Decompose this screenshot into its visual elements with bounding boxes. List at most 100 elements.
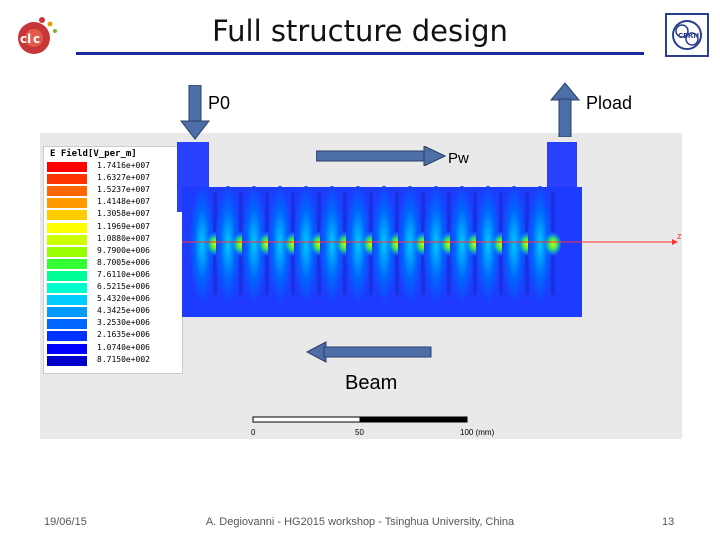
legend-value: 8.7150e+002: [97, 354, 150, 364]
accelerating-structure: z: [177, 142, 682, 317]
legend-swatch: [47, 162, 87, 172]
cell: [450, 186, 474, 302]
svg-text:CERN: CERN: [678, 32, 699, 40]
legend-value: 9.7900e+006: [97, 245, 150, 255]
cell: [528, 186, 552, 302]
legend-row: 1.7416e+007: [47, 161, 177, 172]
field-hotspot: [544, 232, 562, 256]
legend-row: 5.4320e+006: [47, 294, 177, 306]
footer-text: A. Degiovanni - HG2015 workshop - Tsingh…: [205, 516, 515, 528]
iris: [473, 255, 477, 295]
iris: [395, 192, 399, 232]
legend-swatch: [47, 355, 87, 366]
iris: [551, 255, 555, 295]
cell: [294, 186, 318, 302]
legend-row: 3.2530e+006: [47, 318, 177, 330]
scale-tick-0: 0: [251, 428, 256, 437]
iris: [317, 192, 321, 232]
legend-value: 6.5215e+006: [97, 282, 150, 291]
legend-swatch: [47, 295, 87, 306]
pload-arrow: [550, 82, 580, 137]
legend-swatch: [47, 270, 87, 281]
legend-swatch: [47, 258, 87, 269]
legend-value: 1.4148e+007: [97, 197, 150, 207]
legend-value: 1.7416e+007: [97, 161, 150, 170]
svg-text:c: c: [33, 32, 40, 46]
iris: [421, 255, 425, 295]
legend-swatch: [47, 222, 87, 233]
scale-tick-100: 100 (mm): [460, 428, 495, 437]
scale-tick-50: 50: [355, 428, 364, 437]
beam-label: Beam: [345, 372, 398, 394]
pw-label: Pw: [448, 150, 469, 167]
cell: [190, 186, 214, 302]
legend-swatch: [47, 307, 87, 318]
legend-row: 1.0740e+006: [47, 343, 177, 354]
iris: [499, 255, 503, 295]
legend-row: 1.1969e+007: [47, 222, 177, 233]
legend-row: 1.5237e+007: [47, 185, 177, 197]
clic-logo: cl c: [18, 17, 57, 54]
iris: [447, 255, 451, 295]
legend-swatch: [47, 174, 87, 185]
iris: [395, 255, 399, 295]
scale-bar: 0 50 100 (mm): [248, 412, 508, 440]
axis-letter: z: [677, 231, 682, 241]
legend-row: 9.7900e+006: [47, 246, 177, 257]
iris: [525, 255, 529, 295]
iris: [525, 192, 529, 232]
legend-swatch: [47, 210, 87, 221]
legend-swatch: [47, 246, 87, 257]
cell: [424, 186, 448, 302]
iris: [369, 255, 373, 295]
cell: [268, 186, 292, 302]
cell: [320, 186, 344, 302]
legend-swatch: [47, 331, 87, 342]
pload-label: Pload: [586, 93, 633, 113]
legend-title: E Field[V_per_m]: [50, 149, 137, 159]
legend-row: 1.3058e+007: [47, 209, 177, 221]
iris: [265, 255, 269, 295]
legend-swatch: [47, 234, 87, 245]
cern-logo: CERN: [665, 13, 709, 57]
cell: [398, 186, 422, 302]
legend-value: 8.7005e+006: [97, 257, 150, 267]
legend-swatch: [47, 343, 87, 354]
cell: [476, 186, 500, 302]
legend-row: 8.7150e+002: [47, 355, 177, 366]
legend-row: 4.3425e+006: [47, 306, 177, 318]
legend-swatch: [47, 198, 87, 209]
iris: [265, 192, 269, 232]
footer-date: 19/06/15: [44, 516, 87, 528]
iris: [447, 192, 451, 232]
p0-arrow: [180, 85, 210, 140]
legend-value: 7.6110e+006: [97, 269, 150, 279]
p0-label: P0: [208, 93, 231, 113]
legend-value: 4.3425e+006: [97, 306, 150, 316]
iris: [369, 192, 373, 232]
iris: [291, 192, 295, 232]
legend-row: 7.6110e+006: [47, 270, 177, 281]
scale-bar-graphic: [252, 416, 468, 423]
legend-row: 2.1635e+006: [47, 330, 177, 342]
page-number: 13: [662, 516, 675, 528]
iris: [551, 192, 555, 232]
iris: [239, 192, 243, 232]
legend-value: 1.1969e+007: [97, 221, 150, 231]
legend-swatch: [47, 283, 87, 293]
iris: [343, 255, 347, 295]
iris: [473, 192, 477, 232]
pw-arrow: [316, 146, 446, 166]
legend-value: 1.0740e+006: [97, 342, 150, 352]
iris: [213, 255, 217, 295]
cell: [216, 186, 240, 302]
field-legend: E Field[V_per_m] 1.7416e+007 1.6327e+007 1…: [43, 146, 183, 374]
legend-row: 1.4148e+007: [47, 197, 177, 209]
cells: [190, 186, 562, 302]
cell: [346, 186, 370, 302]
legend-value: 1.6327e+007: [97, 173, 150, 183]
legend-row: 8.7005e+006: [47, 258, 177, 269]
legend-value: 3.2530e+006: [97, 318, 150, 328]
legend-row: 1.0880e+007: [47, 234, 177, 245]
legend-swatch: [47, 319, 87, 330]
